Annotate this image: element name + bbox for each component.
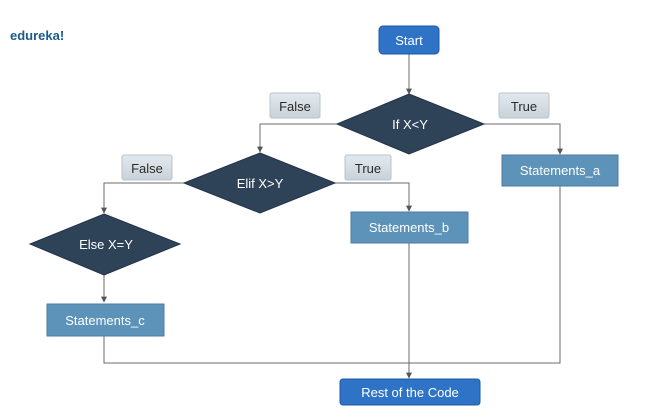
- start-label: Start: [395, 33, 423, 48]
- elif-true-tag: True: [344, 154, 392, 181]
- edureka-logo: edureka!: [10, 28, 64, 43]
- if-false-arrow: [257, 123, 337, 153]
- rest-of-code-label: Rest of the Code: [361, 385, 459, 400]
- statements-c-merge-line: [103, 336, 409, 364]
- statements-a-node: Statements_a: [501, 154, 619, 187]
- statements-c-label: Statements_c: [65, 313, 145, 328]
- if-false-label: False: [279, 99, 311, 114]
- elif-true-arrow: [335, 182, 412, 212]
- connectors: [101, 54, 563, 379]
- if-decision-label: If X<Y: [392, 117, 428, 132]
- statements-c-node: Statements_c: [46, 303, 165, 337]
- elif-false-tag: False: [121, 154, 173, 181]
- elif-false-label: False: [131, 161, 163, 176]
- if-false-tag: False: [269, 92, 321, 119]
- rest-of-code-node: Rest of the Code: [339, 378, 481, 406]
- elif-false-arrow: [101, 182, 184, 214]
- else-decision-label: Else X=Y: [79, 237, 133, 252]
- else-decision-node: Else X=Y: [28, 213, 182, 276]
- statements-b-node: Statements_b: [350, 211, 469, 244]
- if-true-arrow: [484, 123, 563, 155]
- elif-decision-label: Elif X>Y: [237, 176, 284, 191]
- elif-true-label: True: [355, 161, 381, 176]
- statements-b-label: Statements_b: [369, 220, 449, 235]
- statements-a-label: Statements_a: [520, 163, 601, 178]
- if-true-tag: True: [498, 92, 550, 119]
- elif-decision-node: Elif X>Y: [182, 152, 337, 214]
- start-node: Start: [378, 25, 440, 55]
- if-true-label: True: [511, 99, 537, 114]
- statements-a-merge-line: [409, 186, 561, 364]
- if-decision-node: If X<Y: [335, 93, 486, 155]
